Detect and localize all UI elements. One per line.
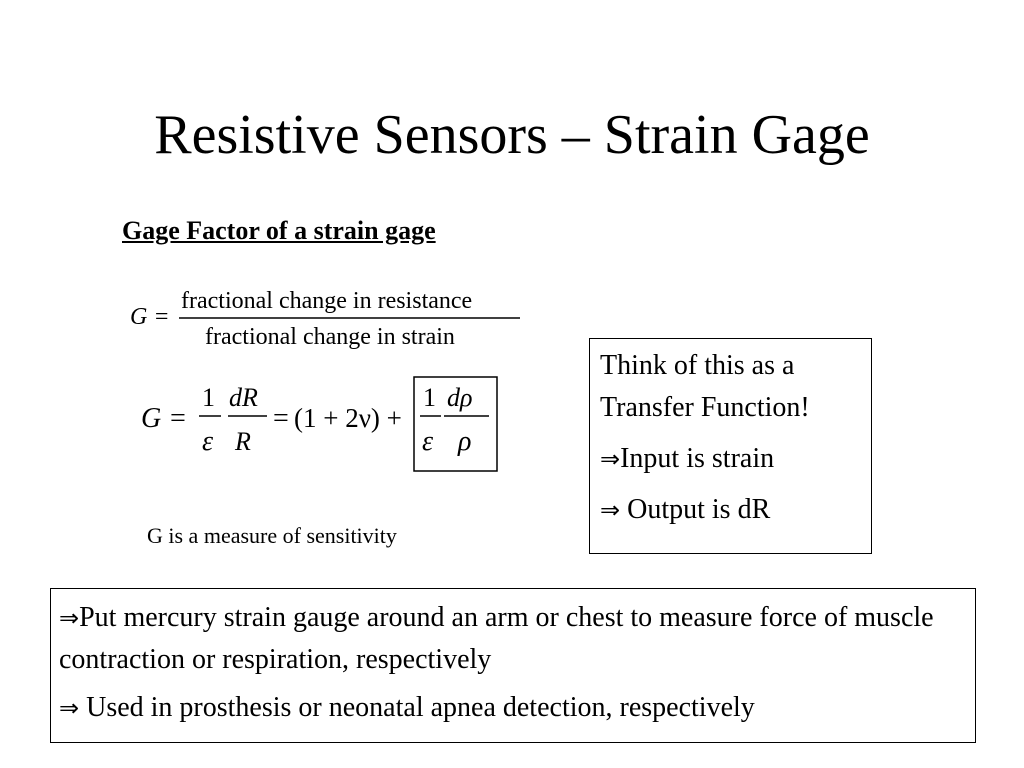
sensitivity-caption: G is a measure of sensitivity [147, 523, 397, 548]
formula1-denominator: fractional change in strain [205, 324, 455, 350]
transfer-box-line-2: Transfer Function! [600, 392, 810, 423]
applications-box: ⇒Put mercury strain gauge around an arm … [50, 588, 976, 743]
input-text: Input is strain [620, 443, 775, 474]
slide-title: Resistive Sensors – Strain Gage [154, 104, 870, 166]
formula2-one-b: 1 [423, 383, 436, 412]
implies-arrow-icon: ⇒ [59, 694, 80, 722]
transfer-function-box: Think of this as a Transfer Function! ⇒I… [589, 338, 872, 554]
formula2-equals: = [273, 403, 289, 434]
formula2-poisson-term: (1 + 2ν) + [294, 403, 402, 433]
piezoresistive-term-box [413, 376, 498, 472]
implies-arrow-icon: ⇒ [59, 604, 80, 632]
formula2-d-rho: dρ [447, 383, 472, 412]
output-line: ⇒ Output is dR [600, 489, 861, 531]
application-text-1: Put mercury strain gauge around an arm o… [59, 602, 934, 675]
formula2-epsilon-a: ε [202, 426, 213, 457]
formula2-lhs: G = [141, 403, 187, 434]
formula-graphic: G = fractional change in resistance frac… [130, 288, 520, 472]
output-text: Output is dR [620, 494, 771, 525]
application-text-2: Used in prosthesis or neonatal apnea det… [79, 692, 755, 723]
implies-arrow-icon: ⇒ [600, 496, 621, 524]
formula1-lhs: G = [130, 304, 170, 330]
gage-factor-formulas: G = fractional change in resistance frac… [125, 280, 535, 480]
formula2-R: R [234, 427, 251, 456]
formula2-rho: ρ [457, 426, 471, 457]
formula1-numerator: fractional change in resistance [181, 288, 472, 314]
implies-arrow-icon: ⇒ [600, 445, 621, 473]
input-line: ⇒Input is strain [600, 438, 861, 480]
application-item-1: ⇒Put mercury strain gauge around an arm … [59, 597, 967, 681]
transfer-box-line-1: Think of this as a [600, 350, 795, 381]
formula2-dR: dR [229, 383, 258, 412]
application-item-2: ⇒ Used in prosthesis or neonatal apnea d… [59, 687, 967, 729]
formula2-one-a: 1 [202, 383, 215, 412]
formula2-epsilon-b: ε [422, 426, 433, 457]
section-heading: Gage Factor of a strain gage [122, 216, 436, 245]
